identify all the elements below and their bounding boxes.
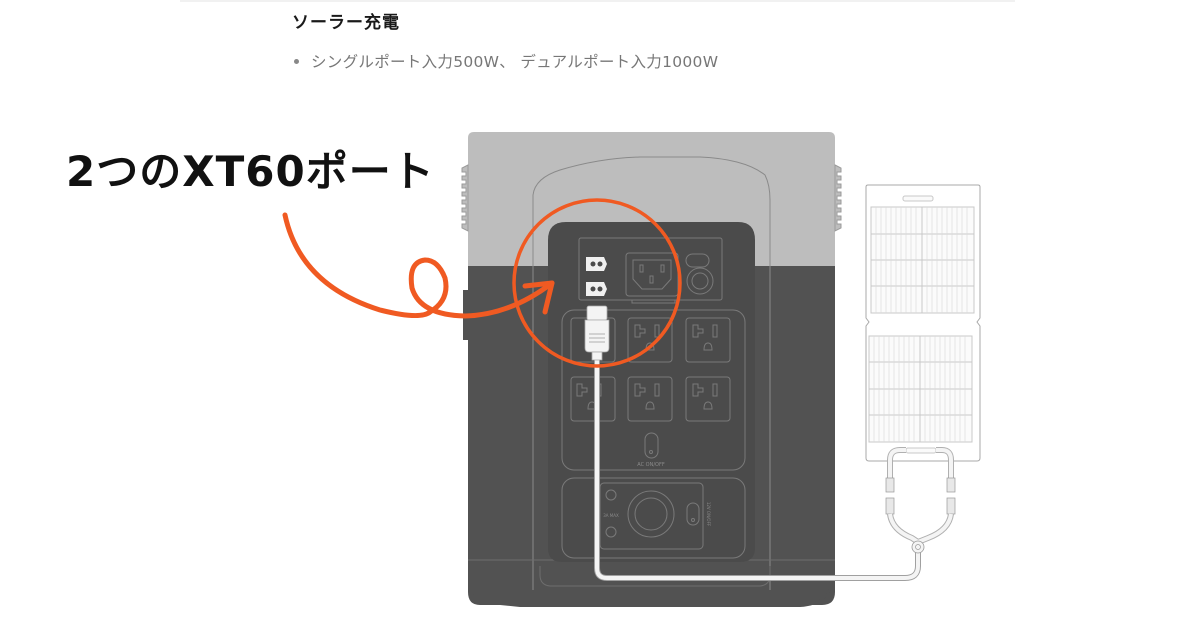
top-divider (180, 0, 1015, 2)
reset-button (685, 253, 714, 295)
feature-bullet-text: シングルポート入力500W、 デュアルポート入力1000W (311, 53, 719, 71)
dc-switch-label: 12V ON/OFF (706, 502, 711, 527)
solar-cable (584, 305, 921, 581)
ac-switch-label: AC ON/OFF (637, 462, 665, 468)
highlight-circle (512, 198, 682, 368)
solar-panel (865, 184, 981, 462)
section-title: ソーラー充電 (292, 13, 400, 33)
dc-limit-label: 3A MAX (603, 513, 619, 518)
xt60-port-1 (586, 257, 607, 271)
solar-y-cable (885, 447, 956, 554)
xt60-port-2 (586, 282, 607, 296)
feature-bullet: シングルポート入力500W、 デュアルポート入力1000W (294, 50, 718, 72)
callout-label: 2つのXT60ポート (66, 147, 435, 196)
bullet-icon (294, 58, 299, 64)
vent-ridges-right (834, 164, 842, 232)
vent-ridges-left (461, 164, 469, 232)
annotation-highlight (282, 198, 682, 368)
power-station: AC ON/OFF 3A MAX 12V ON/OFF (461, 132, 842, 607)
ac-input-port (625, 252, 679, 304)
annotation-arrow (282, 212, 555, 319)
xt60-plug (584, 305, 610, 361)
